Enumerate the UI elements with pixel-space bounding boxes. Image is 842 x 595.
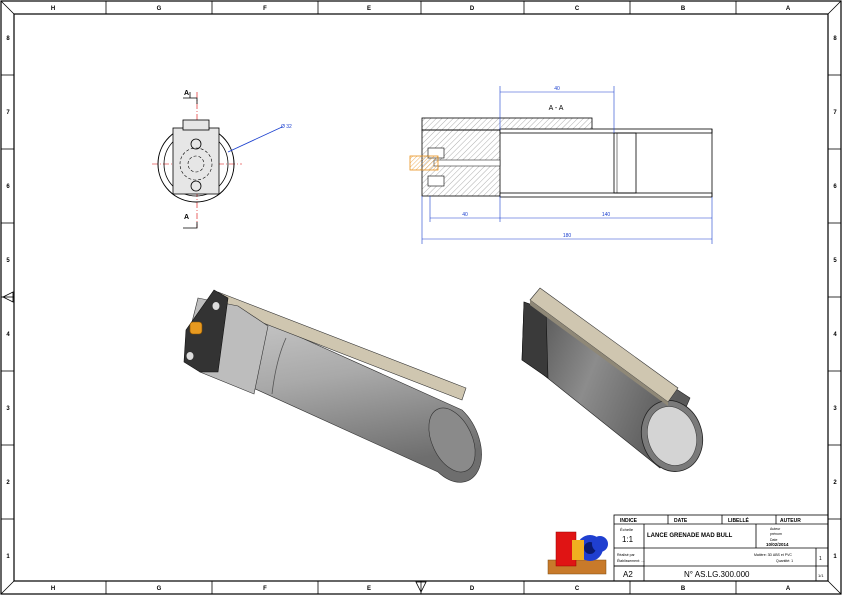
col-label-top: G	[157, 6, 162, 12]
section-label-bottom: A	[184, 214, 189, 221]
tb-sheet-total: 1/1	[818, 573, 824, 578]
section-title: A - A	[549, 105, 564, 112]
row-label-right: 1	[833, 554, 837, 560]
tb-echelle-label: Échelle	[620, 527, 634, 532]
row-label-left: 2	[6, 480, 10, 486]
tb-note2: Établissement: ....	[617, 558, 645, 563]
centring-arrow-left	[2, 291, 14, 303]
row-label-right: 4	[833, 332, 837, 338]
row-label-left: 6	[6, 184, 10, 190]
col-label-bottom: H	[51, 586, 55, 592]
col-label-top: A	[786, 6, 791, 12]
tb-author-value: prénom	[770, 532, 782, 536]
section-view: A - A 40 40 140 180	[409, 86, 713, 244]
row-label-left: 5	[6, 258, 10, 264]
row-label-right: 2	[833, 480, 837, 486]
tb-libelle: LIBELLÉ	[728, 516, 749, 524]
row-label-right: 8	[833, 36, 837, 42]
tb-material: Matière: 3D ABS et PVC	[754, 553, 792, 557]
col-label-top: F	[263, 6, 267, 12]
col-label-top: H	[51, 6, 55, 12]
row-label-left: 3	[6, 406, 10, 412]
tb-date-label: Date	[770, 538, 777, 542]
tb-note1: Réalisé par	[617, 553, 636, 557]
col-label-bottom: G	[157, 586, 162, 592]
iso-view-right	[521, 287, 704, 472]
row-label-left: 1	[6, 554, 10, 560]
tb-author-label: Auteur	[770, 527, 781, 531]
tb-echelle-value: 1:1	[622, 535, 634, 544]
col-label-bottom: C	[575, 586, 580, 592]
col-label-bottom: D	[470, 586, 475, 592]
centring-arrow-bottom	[415, 581, 427, 593]
dim-left: 40	[462, 212, 468, 218]
col-label-top: C	[575, 6, 580, 12]
tb-date: DATE	[674, 518, 688, 524]
tb-sheet: 1	[819, 556, 822, 562]
tb-format: A2	[623, 570, 633, 579]
iso-view-left	[183, 289, 482, 483]
diameter-dimension: Ø 32	[281, 124, 292, 130]
dim-top: 40	[554, 86, 560, 92]
tb-auteur: AUTEUR	[780, 518, 801, 524]
tb-title: LANCE GRENADE MAD BULL	[647, 533, 733, 539]
section-label-top: A	[184, 90, 189, 97]
col-label-bottom: B	[681, 586, 686, 592]
col-label-top: D	[470, 6, 475, 12]
row-label-left: 8	[6, 36, 10, 42]
col-label-bottom: A	[786, 586, 791, 592]
company-logo	[547, 531, 608, 575]
col-label-bottom: F	[263, 586, 267, 592]
row-label-left: 4	[6, 332, 10, 338]
inner-frame	[13, 13, 829, 582]
col-label-bottom: E	[367, 586, 371, 592]
front-view: A A Ø 32	[152, 90, 292, 229]
col-label-top: B	[681, 6, 686, 12]
col-label-top: E	[367, 6, 371, 12]
dim-right: 140	[602, 212, 611, 218]
tb-indice: INDICE	[620, 518, 638, 524]
row-label-right: 3	[833, 406, 837, 412]
title-block	[613, 514, 829, 582]
row-label-right: 7	[833, 110, 837, 116]
tb-quantity: Quantité: 1	[776, 559, 793, 563]
row-label-right: 6	[833, 184, 837, 190]
row-label-right: 5	[833, 258, 837, 264]
row-label-left: 7	[6, 110, 10, 116]
dim-total: 180	[563, 233, 572, 239]
tb-number: N° AS.LG.300.000	[684, 570, 750, 579]
tb-date-value: 10/02/2014	[766, 542, 789, 547]
